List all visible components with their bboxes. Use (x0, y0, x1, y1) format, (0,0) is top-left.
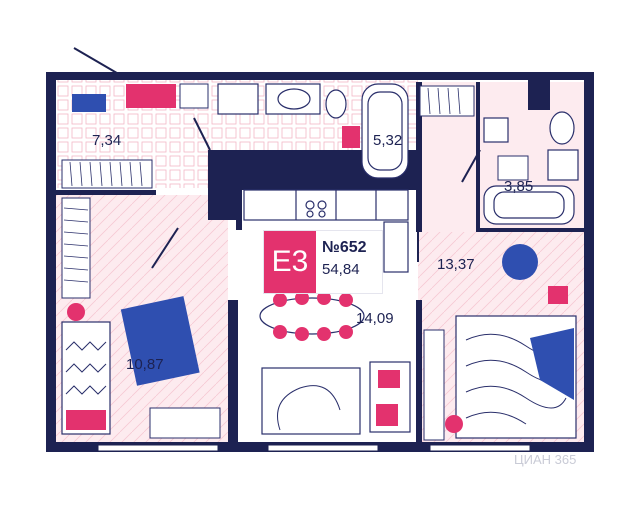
kids-desk (149, 407, 221, 439)
room-area-bedroom: 13,37 (437, 256, 475, 273)
bathroom-fixtures (217, 83, 409, 179)
watermark: ЦИАН 365 (514, 452, 577, 467)
doors (73, 47, 481, 269)
sofa (261, 367, 361, 435)
bedroom-lamp (445, 415, 463, 433)
apartment-info: №652 54,84 (316, 231, 367, 293)
apartment-code: Е3 (264, 231, 316, 293)
kids-pillow (66, 410, 106, 430)
bed-swirls (465, 333, 567, 425)
bedroom-armchair (502, 244, 538, 280)
windows (97, 444, 531, 452)
shoe-rack (72, 94, 106, 112)
kids-lamp (67, 303, 85, 321)
room-area-bathroom2: 3,85 (504, 178, 534, 195)
blanket (530, 328, 574, 400)
dining-table (259, 297, 365, 335)
room-area-hallway: 7,34 (92, 132, 122, 149)
cushion-1 (378, 370, 400, 388)
apartment-number: №652 (322, 239, 367, 256)
bathroom2-fixtures (483, 111, 579, 225)
room-area-kids: 10,87 (126, 356, 164, 373)
room-area-kitchen: 14,09 (356, 310, 394, 327)
rug-swirl (277, 385, 341, 431)
bath-mat (342, 126, 360, 148)
wardrobes (61, 85, 475, 441)
apartment-total-area: 54,84 (322, 261, 360, 278)
bed-zigzag (65, 341, 107, 395)
pink-shelf (126, 84, 176, 108)
bath2-mat (497, 155, 529, 181)
kids-rug (120, 296, 200, 386)
kitchen-counter (243, 189, 409, 273)
room-area-bathroom: 5,32 (373, 132, 403, 149)
dining-chairs (273, 291, 353, 341)
apartment-badge: Е3 №652 54,84 (263, 230, 383, 294)
bedroom-cushion (548, 286, 568, 304)
cushion-2 (376, 404, 398, 426)
hall-cabinet (179, 83, 209, 109)
wardrobe-hatches (63, 87, 461, 283)
